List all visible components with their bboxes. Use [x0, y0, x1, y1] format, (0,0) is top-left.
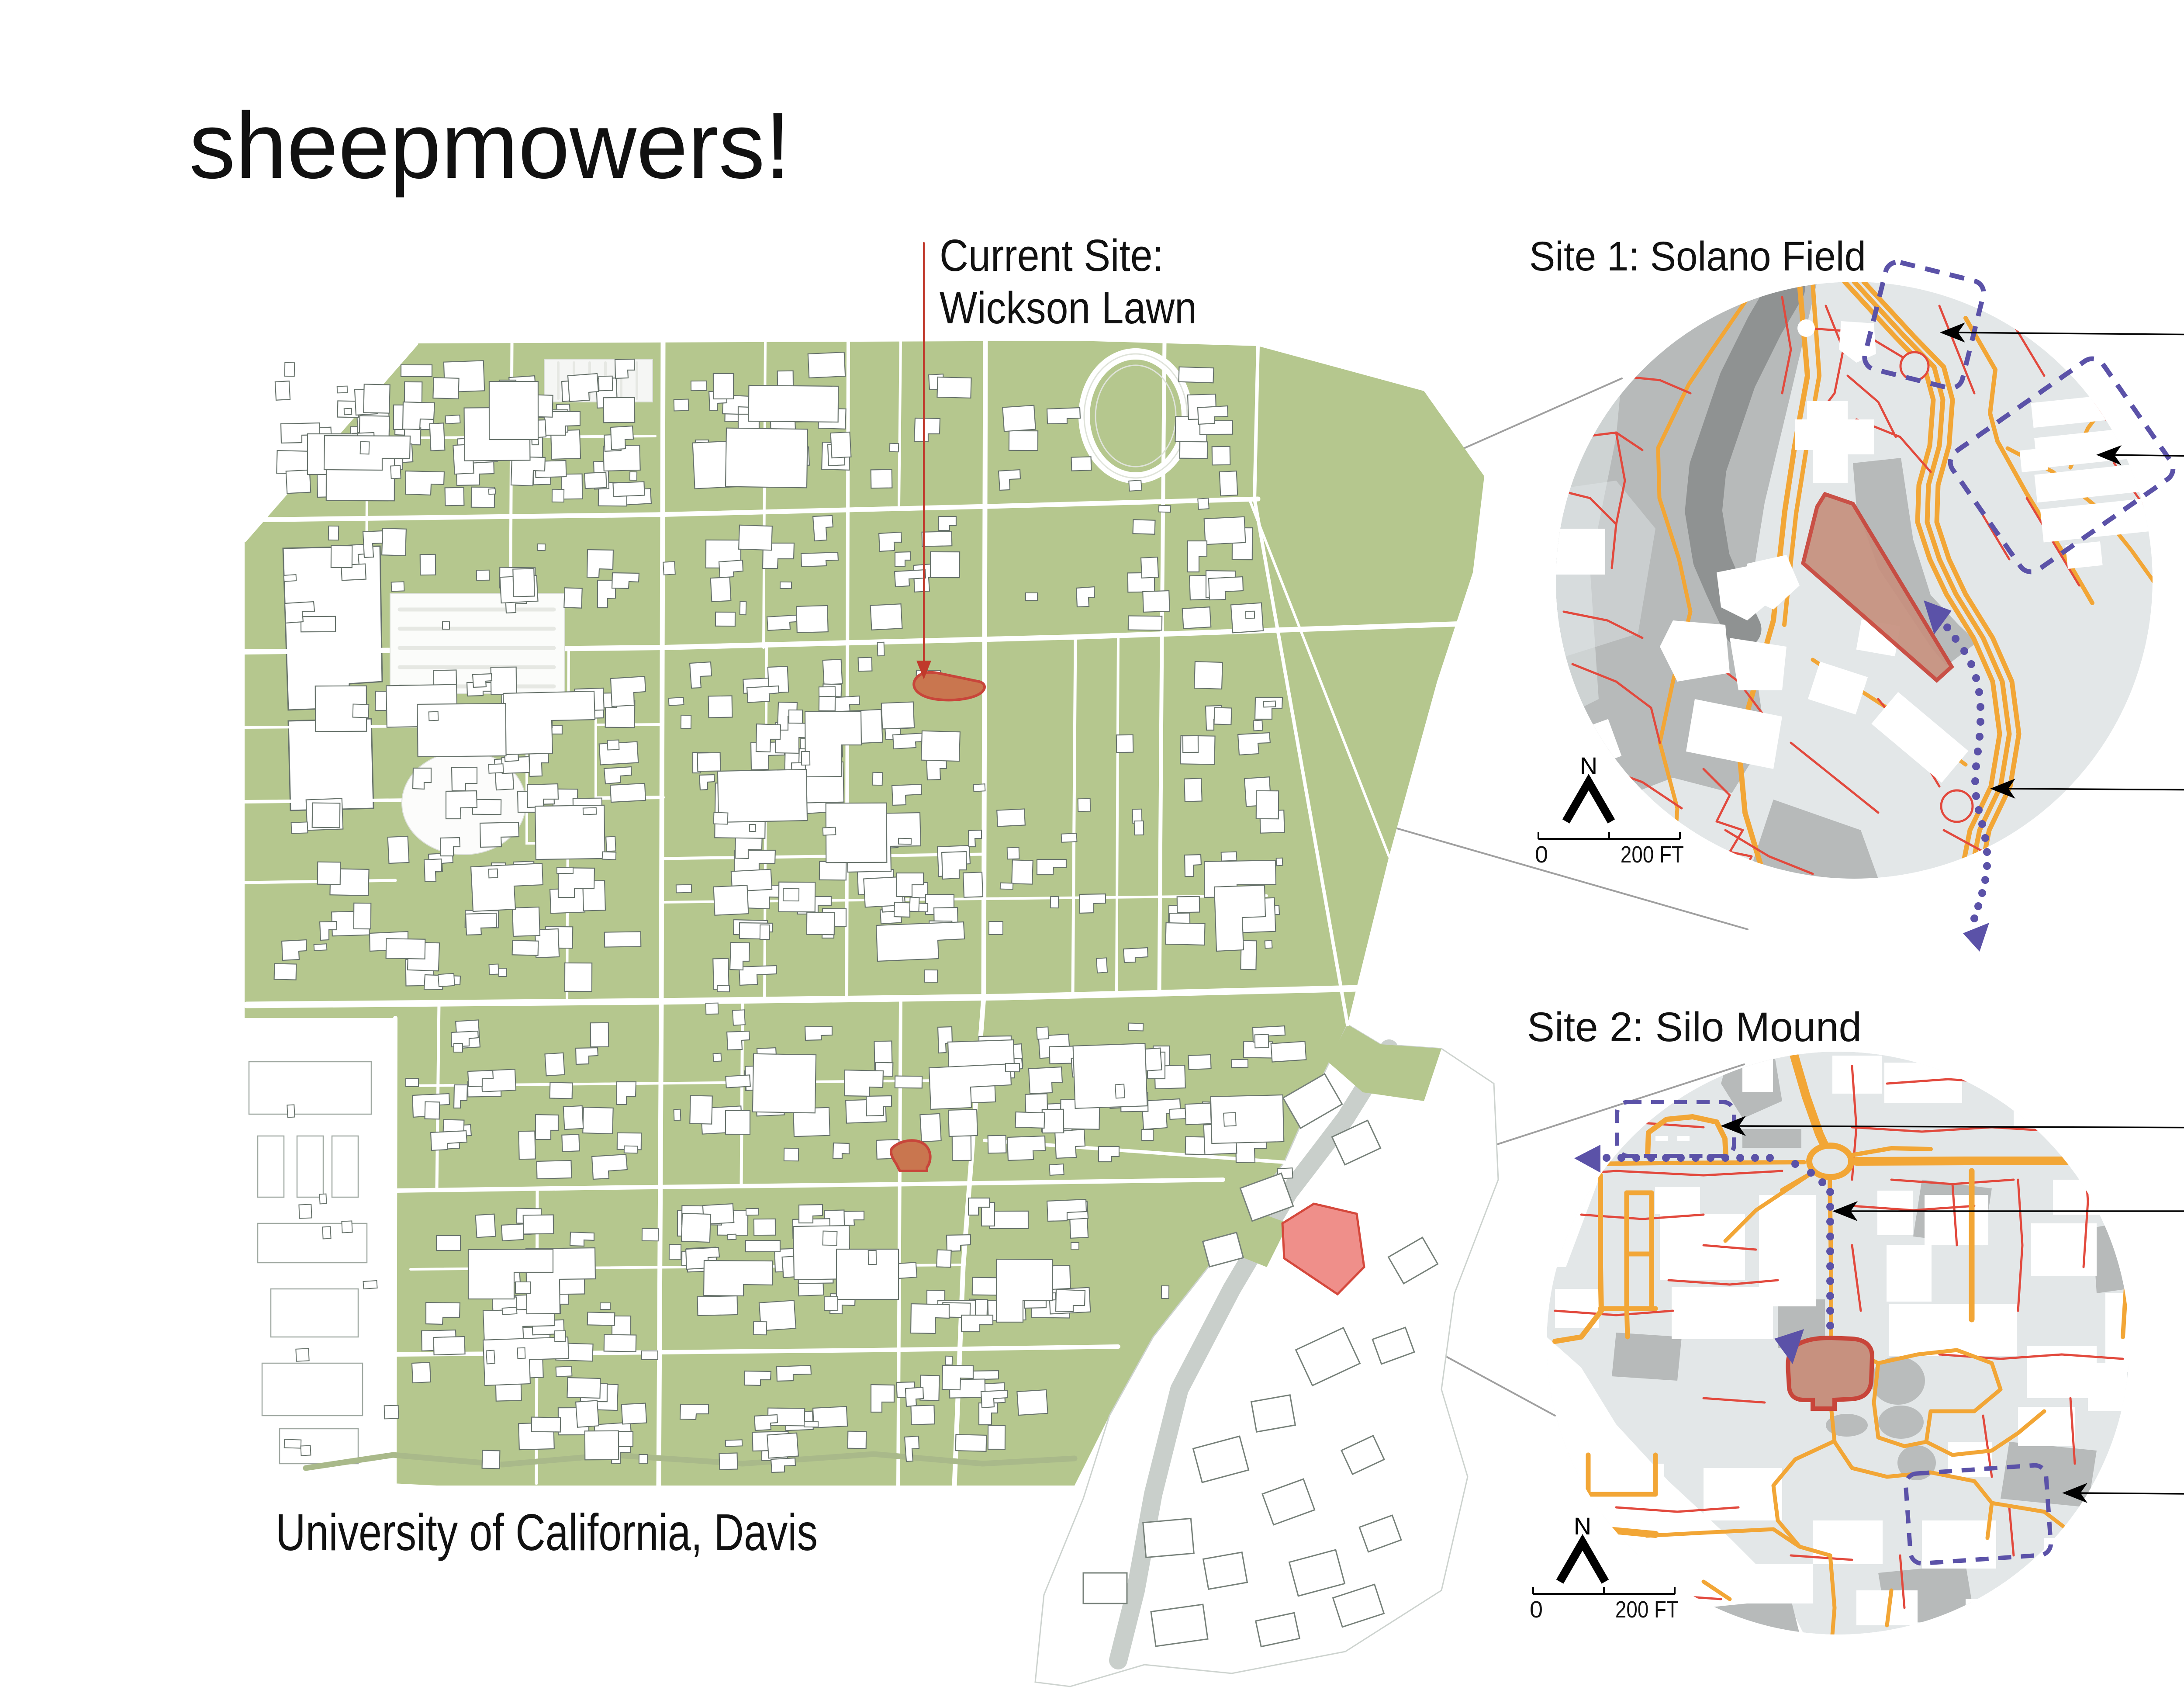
svg-text:Site 1: Solano Field: Site 1: Solano Field	[1529, 233, 1866, 280]
svg-text:University of California, Davi: University of California, Davis	[276, 1503, 818, 1562]
svg-text:0: 0	[1530, 1596, 1543, 1623]
svg-text:200 FT: 200 FT	[1615, 1596, 1679, 1623]
svg-text:200 FT: 200 FT	[1621, 842, 1684, 868]
svg-text:Current Site:: Current Site:	[940, 230, 1164, 281]
svg-text:Wickson Lawn: Wickson Lawn	[940, 283, 1197, 333]
svg-text:0: 0	[1535, 842, 1548, 868]
svg-text:Site 2: Silo Mound: Site 2: Silo Mound	[1527, 1004, 1862, 1050]
svg-text:sheepmowers!: sheepmowers!	[189, 93, 791, 198]
